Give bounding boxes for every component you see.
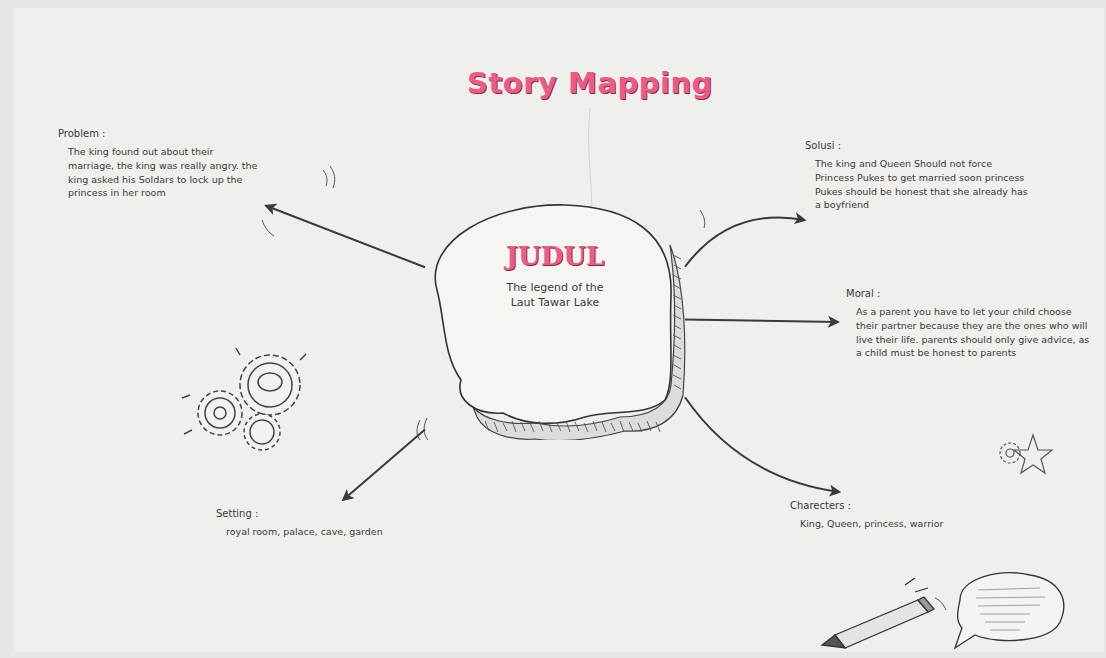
pencil-icon	[822, 578, 934, 648]
solution-block: Solusi : The king and Queen Should not fo…	[805, 140, 1030, 212]
arrow-connector	[266, 206, 425, 267]
arrow-connector	[685, 320, 838, 322]
node-heading: Charecters :	[790, 500, 965, 511]
arrow-connector	[685, 217, 805, 266]
speech-bubble-icon	[955, 573, 1064, 648]
node-body: As a parent you have to let your child c…	[846, 305, 1096, 360]
characters-block: Charecters : King, Queen, princess, warri…	[790, 500, 965, 531]
node-heading: Problem :	[58, 128, 258, 139]
motion-marks	[262, 166, 946, 610]
title-brain: JUDUL The legend of the Laut Tawar Lake	[415, 195, 695, 440]
node-heading: Solusi :	[805, 140, 1030, 151]
node-body: King, Queen, princess, warrior	[790, 517, 965, 531]
node-body: The king and Queen Should not force Prin…	[805, 157, 1030, 212]
node-heading: Moral :	[846, 288, 1096, 299]
poster-title: Story Mapping	[430, 66, 750, 100]
node-heading: JUDUL	[415, 241, 695, 271]
gears-icon	[182, 348, 306, 450]
problem-block: Problem : The king found out about their …	[58, 128, 258, 200]
arrow-connector	[343, 429, 425, 500]
small-gear-star-icon	[1000, 435, 1052, 473]
node-body: royal room, palace, cave, garden	[216, 525, 416, 539]
node-body: The legend of the Laut Tawar Lake	[500, 281, 610, 311]
brain-outline	[415, 195, 695, 440]
node-heading: Setting :	[216, 508, 416, 519]
node-body: The king found out about their marriage,…	[58, 145, 258, 200]
paper-sheet	[14, 8, 1104, 652]
setting-block: Setting : royal room, palace, cave, garde…	[216, 508, 416, 539]
arrow-connector	[685, 397, 839, 492]
moral-block: Moral : As a parent you have to let your …	[846, 288, 1096, 360]
